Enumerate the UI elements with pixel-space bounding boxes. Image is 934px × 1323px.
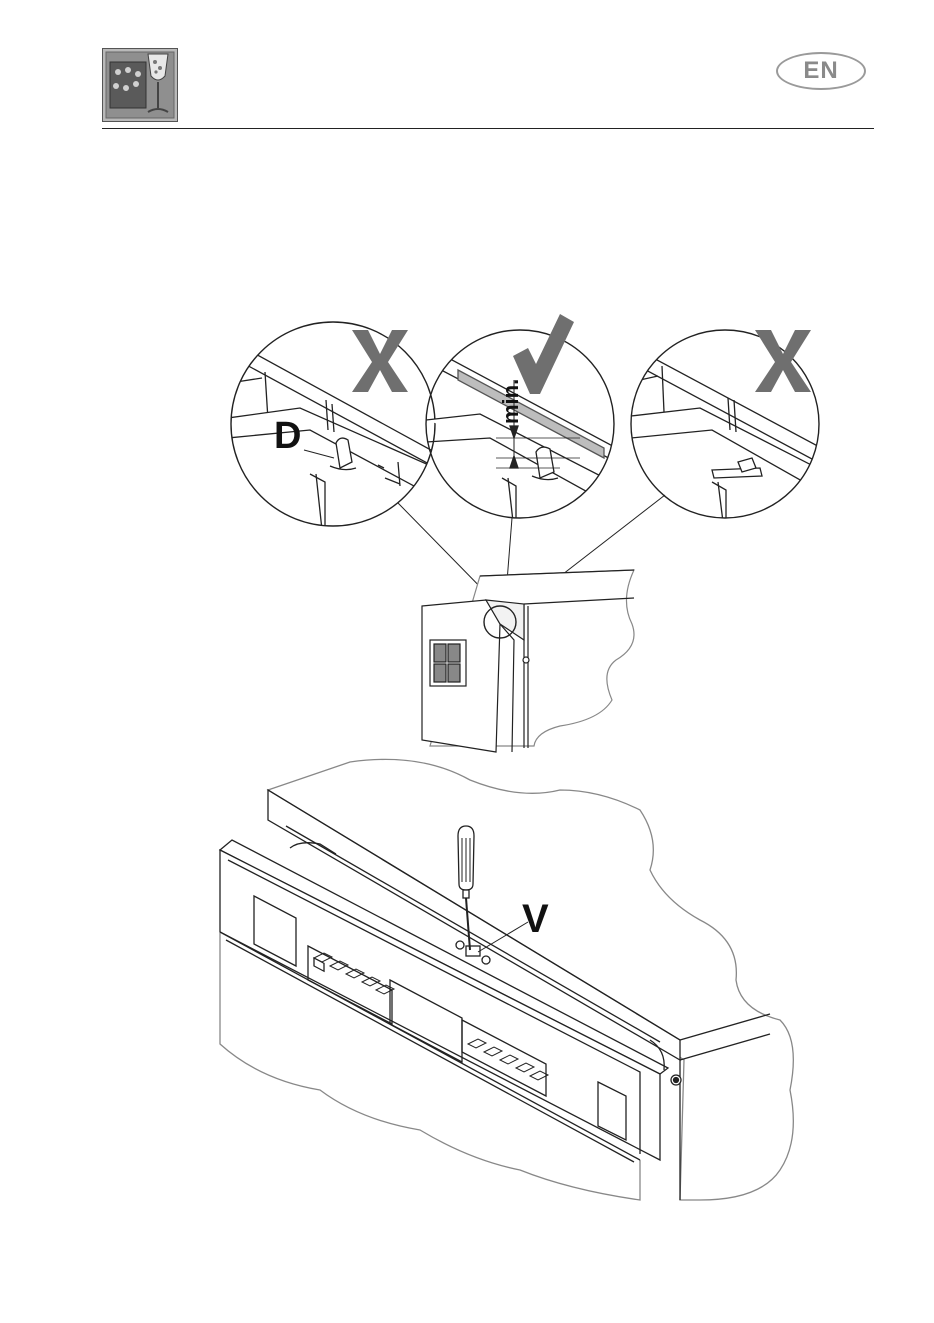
label-v: V <box>522 897 549 941</box>
label-min: min. <box>498 379 523 424</box>
detail-circle-middle: min. <box>426 314 620 530</box>
dishwasher-panel-drawing <box>220 759 793 1200</box>
detail-circle-right <box>631 330 825 530</box>
dishwasher-corner <box>422 570 634 752</box>
cross-icon <box>352 330 408 392</box>
detail-circle-left: D <box>228 322 440 530</box>
label-d: D <box>274 415 301 457</box>
cross-icon <box>755 330 811 392</box>
